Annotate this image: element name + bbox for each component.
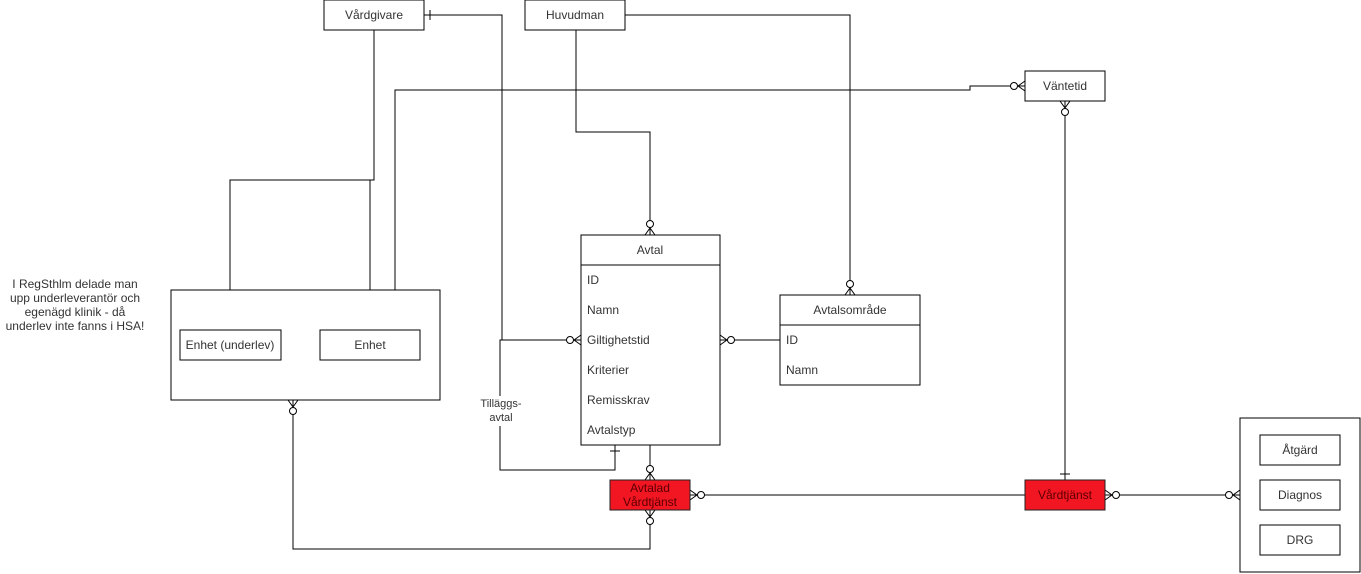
entity-drg[interactable]: DRG [1259,524,1341,556]
avtal-field-id[interactable]: ID [587,273,599,287]
marker-details-left-crowfoot-icon [1232,489,1241,501]
tillaggsavtal-label: Tilläggs- avtal [476,396,526,426]
marker-vantetid-left-crowfoot-icon [1017,80,1026,92]
entity-vardgivare-label: Vårdgivare [345,8,403,22]
marker-avtalsomrade-top-crowfoot-icon [844,287,856,296]
connector-vantetid-enhet [394,85,1025,330]
avtalsomrade-field-id[interactable]: ID [786,333,798,347]
entity-avtalsomrade[interactable]: Avtalsområde ID Namn [779,294,921,386]
entity-atgard-label: Åtgärd [1282,442,1317,457]
marker-avtal-top-crowfoot-icon [644,227,656,236]
marker-avtal-right-zero-circle-icon [727,336,735,344]
marker-avtal-left-crowfoot-icon [573,334,582,346]
marker-avtal-right-crowfoot-icon [719,334,728,346]
entity-vantetid-label: Väntetid [1043,79,1087,93]
note-line-3: egenägd klinik - då [25,305,126,319]
note-line-2: upp underleverantör och [10,291,140,305]
connector-huvudman-avtalsomrade [625,14,851,295]
marker-avtalsomrade-top-zero-circle-icon [846,280,854,288]
marker-avtalad-right-crowfoot-icon [689,489,698,501]
marker-vantetid-bottom-crowfoot-icon [1059,100,1071,109]
marker-vantetid-left-zero-circle-icon [1010,82,1018,90]
entity-vantetid[interactable]: Väntetid [1024,70,1106,102]
marker-vardtjanst-right-zero-circle-icon [1112,491,1120,499]
marker-vardtjanst-right-crowfoot-icon [1104,489,1113,501]
connector-vardgivare-enhet-underlev [229,30,375,330]
avtal-field-kriterier[interactable]: Kriterier [587,363,629,377]
entity-vardtjanst-label: Vårdtjänst [1038,488,1093,502]
entity-enhet-underlev-label: Enhet (underlev) [186,338,275,352]
entity-enhet-underlev[interactable]: Enhet (underlev) [179,329,282,361]
entity-huvudman[interactable]: Huvudman [524,0,626,31]
marker-vantetid-bottom-zero-circle-icon [1061,108,1069,116]
marker-avtalad-top-crowfoot-icon [644,472,656,481]
marker-enhet-group-bottom-crowfoot-icon [287,399,299,408]
avtal-field-giltighetstid[interactable]: Giltighetstid [587,333,650,347]
avtal-field-remisskrav[interactable]: Remisskrav [587,393,650,407]
avtal-field-namn[interactable]: Namn [587,303,619,317]
entity-avtalad-vardtjanst-line1: Avtalad [630,481,670,495]
avtal-field-avtalstyp[interactable]: Avtalstyp [587,423,636,437]
avtalsomrade-field-namn[interactable]: Namn [786,363,818,377]
marker-avtal-top-zero-circle-icon [646,220,654,228]
entity-avtal-title: Avtal [637,243,663,257]
marker-avtalad-top-zero-circle-icon [646,465,654,473]
annotation-note: I RegSthlm delade man upp underleverantö… [6,277,145,333]
entity-vardgivare[interactable]: Vårdgivare [323,0,425,31]
entity-avtalsomrade-title: Avtalsområde [813,303,886,317]
marker-avtalad-bottom-crowfoot-icon [644,509,656,518]
note-line-4: underlev inte fanns i HSA! [6,319,145,333]
tillaggsavtal-label-line2: avtal [489,412,512,424]
marker-avtal-left-zero-circle-icon [566,336,574,344]
entity-atgard[interactable]: Åtgärd [1259,434,1341,466]
connector-huvudman-avtal [575,30,651,235]
entity-avtal[interactable]: Avtal ID Namn Giltighetstid Kriterier Re… [580,234,721,446]
entity-diagnos-label: Diagnos [1278,488,1322,502]
entity-enhet-label: Enhet [354,338,386,352]
connector-avtalad-enhet-group [292,400,651,550]
marker-enhet-group-bottom-zero-circle-icon [289,407,297,415]
entity-avtalad-vardtjanst-line2: Vårdtjänst [623,495,678,509]
note-line-1: I RegSthlm delade man [12,277,137,291]
entity-avtalad-vardtjanst[interactable]: Avtalad Vårdtjänst [609,479,691,511]
entity-drg-label: DRG [1287,533,1314,547]
marker-avtalad-bottom-zero-circle-icon [646,517,654,525]
tillaggsavtal-label-line1: Tilläggs- [480,398,521,410]
entity-enhet[interactable]: Enhet [319,329,421,361]
connector-tillaggsavtal-loop [499,339,616,471]
entity-huvudman-label: Huvudman [546,8,604,22]
entity-diagnos[interactable]: Diagnos [1259,479,1341,511]
connector-vardgivare-avtal [424,14,581,341]
marker-details-left-zero-circle-icon [1225,491,1233,499]
marker-avtalad-right-zero-circle-icon [697,491,705,499]
entity-vardtjanst[interactable]: Vårdtjänst [1024,479,1106,511]
